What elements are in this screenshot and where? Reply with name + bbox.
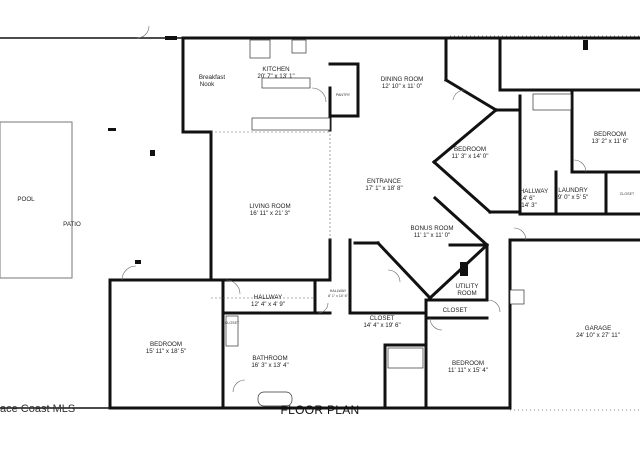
dining-room-dimensions: 12' 10" x 11' 0" bbox=[382, 83, 422, 90]
hallway-small-dimensions: 8' 1" x 10' 6" bbox=[328, 294, 348, 298]
pool-label: POOL bbox=[17, 196, 35, 203]
living-room-dimensions: 16' 11" x 21' 3" bbox=[250, 210, 290, 217]
bedroom-bottom-label: BEDROOM bbox=[452, 360, 484, 367]
bedroom-center-label: BEDROOM bbox=[454, 146, 486, 153]
closet-right-label: CLOSET bbox=[620, 192, 635, 196]
shower bbox=[387, 347, 424, 369]
hallway-left-dimensions: 12' 4" x 4' 9" bbox=[251, 301, 285, 308]
room-labels: KITCHEN 20' 7" x 13' 1" Breakfast Nook D… bbox=[17, 66, 635, 374]
walls bbox=[108, 36, 640, 410]
patio-outline bbox=[0, 35, 640, 411]
kitchen-island bbox=[261, 77, 311, 89]
bath-vanity bbox=[225, 315, 239, 347]
bonus-room-dimensions: 11' 1" x 11' 0" bbox=[414, 232, 450, 239]
dashed-boundaries bbox=[211, 130, 331, 299]
laundry-dimensions: 9' 0" x 5' 5" bbox=[558, 194, 589, 201]
breakfast-nook-label-1: Breakfast bbox=[199, 74, 225, 81]
closet-center-label: CLOSET bbox=[370, 315, 395, 322]
bedroom-left-dimensions: 15' 11" x 18' 5" bbox=[146, 348, 186, 355]
garage-dimensions: 24' 10" x 27' 11" bbox=[576, 332, 620, 339]
closet-center-dimensions: 14' 4" x 19' 6" bbox=[363, 322, 400, 329]
bedroom-right-label: BEDROOM bbox=[594, 131, 626, 138]
garage-label: GARAGE bbox=[585, 325, 611, 332]
pool-area bbox=[0, 121, 73, 279]
floor-plan-title: FLOOR PLAN bbox=[280, 403, 360, 417]
stove bbox=[291, 39, 307, 54]
bedroom-center-dimensions: 11' 3" x 14' 0" bbox=[452, 153, 489, 160]
patio-label: PATIO bbox=[63, 221, 81, 228]
bathroom-left-dimensions: 16' 3" x 13' 4" bbox=[251, 362, 288, 369]
utility-room-label-1: UTILITY bbox=[455, 283, 478, 290]
mls-brand-text: ace Coast MLS bbox=[0, 403, 76, 415]
pantry-label: PANTRY bbox=[336, 93, 351, 97]
fixtures bbox=[108, 36, 588, 407]
hallway-right-dim-1: 14' 6" bbox=[519, 195, 534, 202]
hallway-small-label: HALLWAY bbox=[330, 289, 347, 293]
bedroom-left-label: BEDROOM bbox=[150, 341, 182, 348]
closet-hall-label: CLOSET bbox=[443, 307, 468, 314]
utility-room-label-2: ROOM bbox=[457, 290, 476, 297]
entrance-label: ENTRANCE bbox=[367, 178, 401, 185]
bonus-room-label: BONUS ROOM bbox=[411, 225, 454, 232]
hallway-right-dim-2: 14' 3" bbox=[521, 202, 536, 209]
closet-small-label: CLOSET bbox=[225, 321, 240, 325]
bedroom-right-dimensions: 13' 2" x 11' 6" bbox=[592, 138, 629, 145]
kitchen-label: KITCHEN bbox=[262, 66, 289, 73]
hallway-left-label: HALLWAY bbox=[254, 294, 282, 301]
living-room-label: LIVING ROOM bbox=[249, 203, 290, 210]
laundry-label: LAUNDRY bbox=[558, 187, 587, 194]
kitchen-dimensions: 20' 7" x 13' 1" bbox=[257, 73, 294, 80]
breakfast-nook-label-2: Nook bbox=[200, 81, 215, 88]
kitchen-counter bbox=[251, 117, 331, 131]
dining-room-label: DINING ROOM bbox=[381, 76, 424, 83]
bedroom-bottom-dimensions: 11' 11" x 15' 4" bbox=[448, 367, 488, 374]
bathroom-left-label: BATHROOM bbox=[252, 355, 287, 362]
right-bath-tub bbox=[532, 93, 572, 111]
bathtub bbox=[257, 391, 293, 407]
fridge bbox=[249, 39, 271, 59]
hallway-right-label: HALLWAY bbox=[520, 188, 548, 195]
door-swings bbox=[121, 25, 587, 393]
entrance-dimensions: 17' 1" x 18' 8" bbox=[365, 185, 402, 192]
